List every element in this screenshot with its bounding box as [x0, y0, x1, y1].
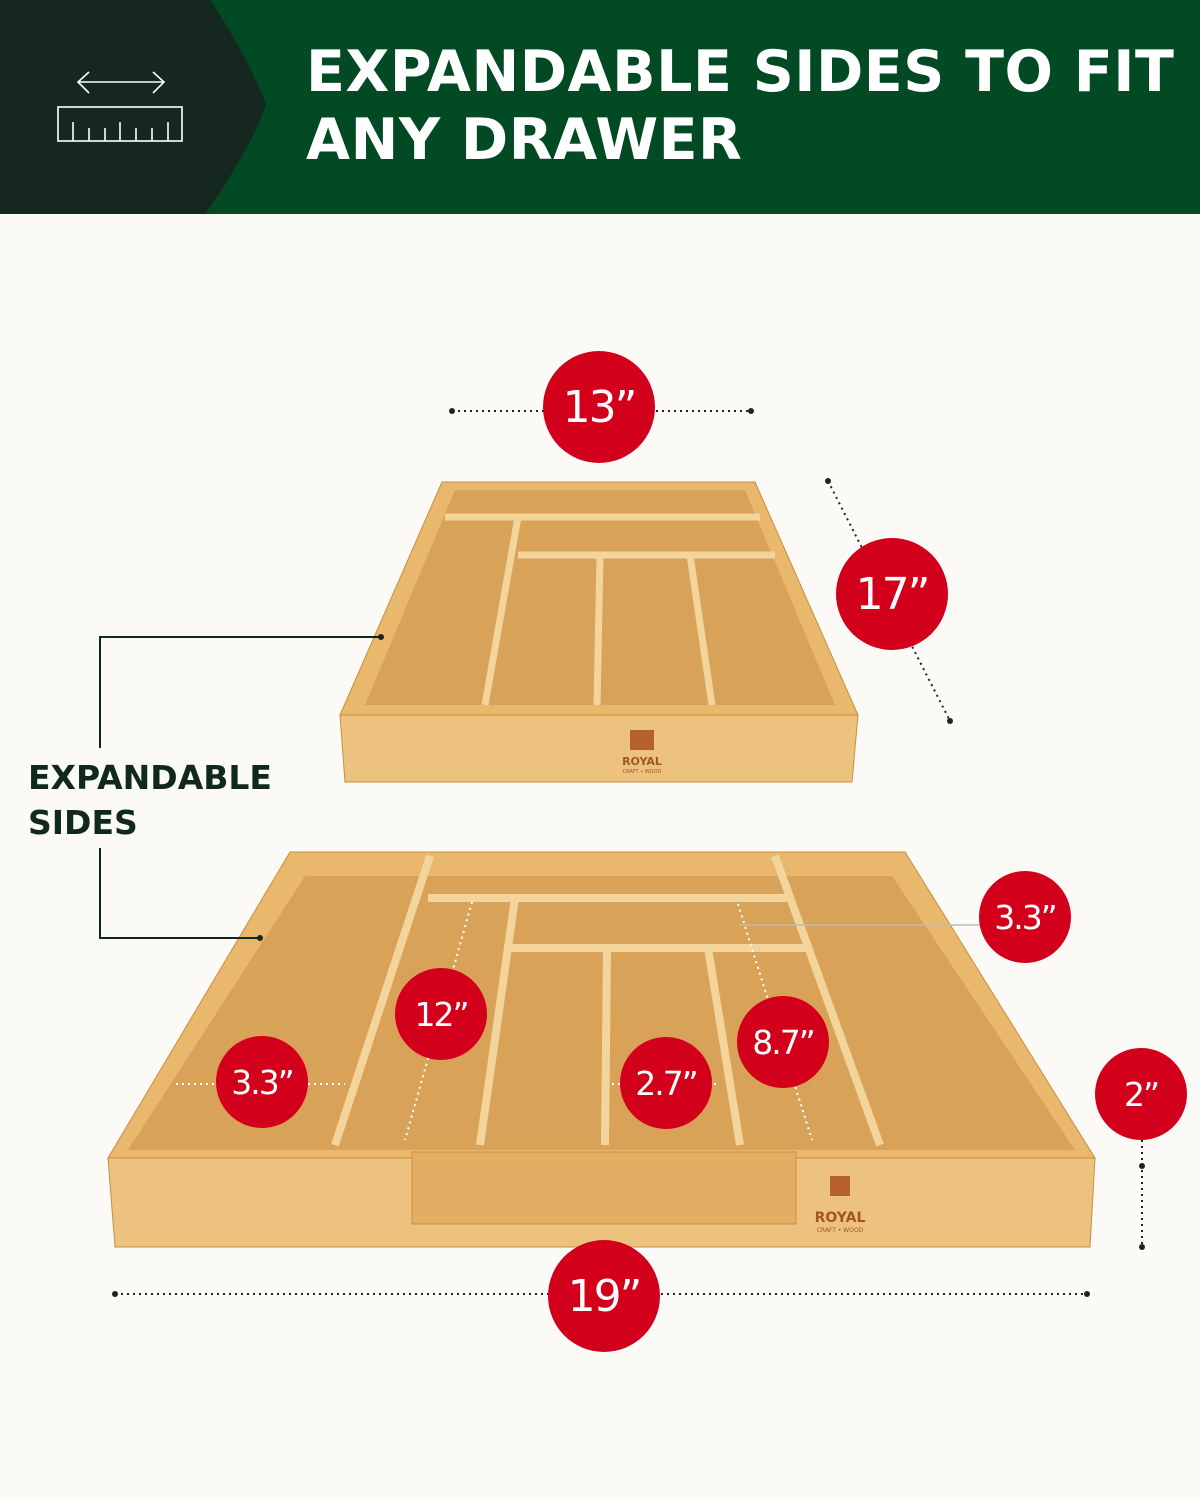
- brand-logo: [830, 1176, 850, 1196]
- width-open-marker: 19”: [548, 1240, 660, 1352]
- title-line-2: ANY DRAWER: [306, 107, 743, 173]
- width-closed-marker: 13”: [543, 351, 655, 463]
- long-compartment-marker: 12”: [395, 968, 487, 1060]
- callout-line-1: EXPANDABLE: [28, 758, 272, 797]
- ruler-with-double-arrow-icon: [0, 0, 266, 214]
- brand-name: ROYAL: [815, 1210, 866, 1226]
- side-compartment-marker: 3.3”: [216, 1036, 308, 1128]
- middle-compartment-marker: 8.7”: [737, 996, 829, 1088]
- callout-line-2: SIDES: [28, 803, 138, 842]
- depth-marker: 17”: [836, 538, 948, 650]
- brand-logo: [630, 730, 654, 750]
- height-marker: 2”: [1095, 1048, 1187, 1140]
- brand-name: ROYAL: [622, 755, 662, 768]
- closed-tray: ROYAL CRAFT • WOOD: [339, 481, 859, 783]
- back-compartment-marker: 3.3”: [979, 871, 1071, 963]
- page-title: EXPANDABLE SIDES TO FIT ANY DRAWER: [306, 38, 1174, 174]
- brand-sub: CRAFT • WOOD: [817, 1227, 864, 1234]
- small-compartment-marker: 2.7”: [620, 1037, 712, 1129]
- title-line-1: EXPANDABLE SIDES TO FIT: [306, 39, 1175, 105]
- brand-sub: CRAFT • WOOD: [623, 769, 662, 775]
- callout-bracket: [99, 636, 381, 939]
- header-banner: EXPANDABLE SIDES TO FIT ANY DRAWER: [0, 0, 1200, 214]
- expandable-sides-callout: EXPANDABLE SIDES: [28, 755, 272, 845]
- expanded-tray: ROYAL CRAFT • WOOD: [107, 851, 1096, 1248]
